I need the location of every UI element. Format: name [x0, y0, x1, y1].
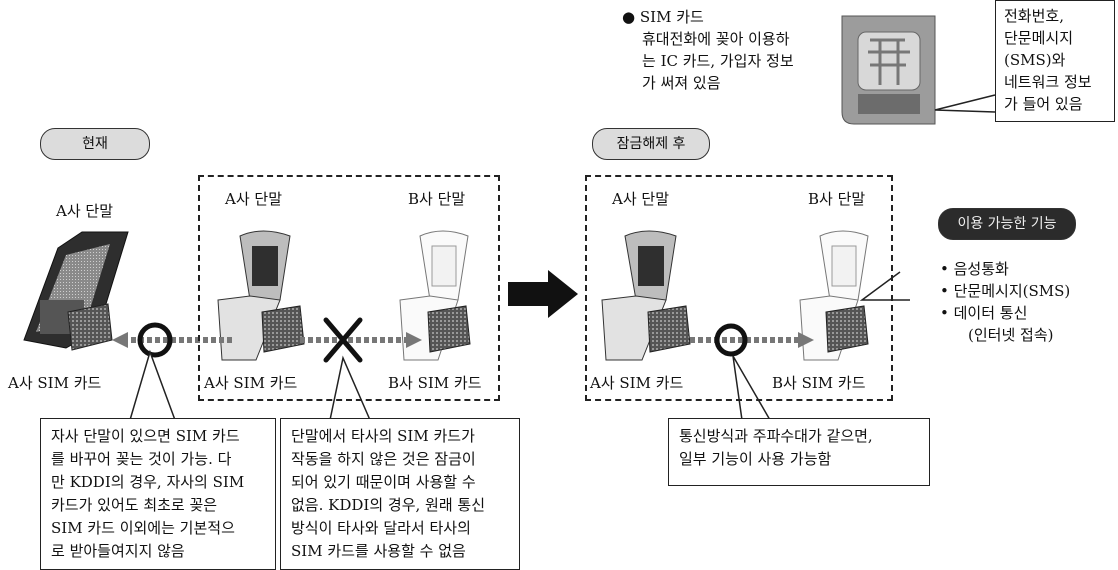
sim-label-a: A사 SIM 카드	[204, 374, 298, 392]
big-transition-arrow	[508, 270, 578, 318]
sim-callout-pointer	[934, 94, 996, 113]
phone-a-dark	[23, 231, 129, 351]
callout-right-pointer	[732, 355, 771, 421]
arrow-right-ok	[690, 332, 814, 348]
callout-right: 통신방식과 주파수대가 같으면, 일부 기능이 사용 가능함	[668, 418, 930, 486]
callout-line: SIM 카드를 사용할 수 없음	[291, 542, 466, 560]
callout-line: SIM 카드 이외에는 기본적으	[51, 519, 235, 537]
arrow-right-blocked	[300, 332, 422, 348]
phone-label-b-after: B사 단말	[808, 190, 866, 208]
after-unlock-box	[585, 175, 893, 401]
callout-line: 자사 단말이 있으면 SIM 카드	[51, 427, 240, 445]
features-list: • 음성통화 • 단문메시지(SMS) • 데이터 통신 (인터넷 접속)	[940, 258, 1070, 346]
callout-line: 단말에서 타사의 SIM 카드가	[291, 427, 475, 445]
phone-label-a-after: A사 단말	[612, 190, 670, 208]
sim-note-title: SIM 카드	[639, 8, 704, 26]
sim-note-line: 가 써져 있음	[642, 74, 721, 92]
phone-label-b: B사 단말	[408, 190, 466, 208]
ok-circle-mark	[137, 322, 173, 358]
callout-left: 자사 단말이 있으면 SIM 카드 를 바꾸어 꽂는 것이 가능. 다 만 KD…	[40, 418, 276, 570]
callout-line: 일부 기능이 사용 가능함	[679, 450, 832, 468]
sim-note-line: 는 IC 카드, 가입자 정보	[642, 52, 794, 70]
ok-circle-mark-after	[714, 323, 748, 357]
sim-label-a-after: A사 SIM 카드	[590, 374, 684, 392]
phone-b-open-after	[799, 230, 869, 361]
phone-label-a-left: A사 단말	[56, 202, 114, 220]
callout-line: 작동을 하지 않은 것은 잠금이	[291, 450, 476, 468]
after-unlock-section-badge: 잠금해제 후	[592, 128, 710, 160]
sim-card-image	[841, 15, 936, 125]
features-pointer	[859, 271, 910, 301]
feature-item-data: • 데이터 통신	[940, 304, 1028, 322]
sim-label-b: B사 SIM 카드	[388, 374, 482, 392]
callout-mid: 단말에서 타사의 SIM 카드가 작동을 하지 않은 것은 잠금이 되어 있기 …	[280, 418, 520, 570]
callout-line: 로 받아들여지지 않음	[51, 542, 185, 560]
callout-line: 되어 있기 때문이며 사용할 수	[291, 473, 476, 491]
sim-label-a-left: A사 SIM 카드	[8, 374, 102, 392]
arrow-left-ok	[112, 332, 232, 348]
callout-line: 카드가 있어도 최초로 꽂은	[51, 496, 218, 514]
callout-left-pointer	[129, 349, 176, 421]
current-swap-box	[198, 175, 500, 401]
phone-a-open	[217, 230, 305, 361]
blocked-x-mark	[323, 317, 363, 363]
callout-line: 통신방식과 주파수대가 같으면,	[679, 427, 873, 445]
sim-info-callout: 전화번호, 단문메시지 (SMS)와 네트워크 정보 가 들어 있음	[995, 0, 1115, 122]
sim-info-line: 전화번호,	[1004, 7, 1064, 25]
sim-info-line: (SMS)와	[1004, 51, 1066, 69]
phone-label-a: A사 단말	[225, 190, 283, 208]
callout-line: 없음. KDDI의 경우, 원래 통신	[291, 496, 485, 514]
callout-line: 를 바꾸어 꽂는 것이 가능. 다	[51, 450, 232, 468]
sim-note-body: 휴대전화에 꽂아 이용하 는 IC 카드, 가입자 정보 가 써져 있음	[622, 28, 794, 94]
sim-note-line: 휴대전화에 꽂아 이용하	[642, 30, 790, 48]
callout-line: 만 KDDI의 경우, 자사의 SIM	[51, 473, 245, 491]
features-badge: 이용 가능한 기능	[938, 208, 1076, 240]
sim-info-line: 가 들어 있음	[1004, 95, 1083, 113]
sim-info-line: 단문메시지	[1004, 29, 1074, 47]
phone-b-open	[399, 230, 471, 361]
feature-item-sms: • 단문메시지(SMS)	[940, 282, 1071, 300]
feature-item-data-sub: (인터넷 접속)	[968, 326, 1054, 344]
sim-label-b-after: B사 SIM 카드	[772, 374, 866, 392]
current-section-badge: 현재	[40, 128, 150, 160]
phone-a-open-after	[601, 230, 691, 361]
feature-item-voice: • 음성통화	[940, 260, 1009, 278]
callout-line: 방식이 타사와 달라서 타사의	[291, 519, 471, 537]
bullet-dot: ●	[622, 8, 636, 26]
sim-info-line: 네트워크 정보	[1004, 73, 1092, 91]
sim-note: ● SIM 카드 휴대전화에 꽂아 이용하 는 IC 카드, 가입자 정보 가 …	[622, 6, 794, 94]
